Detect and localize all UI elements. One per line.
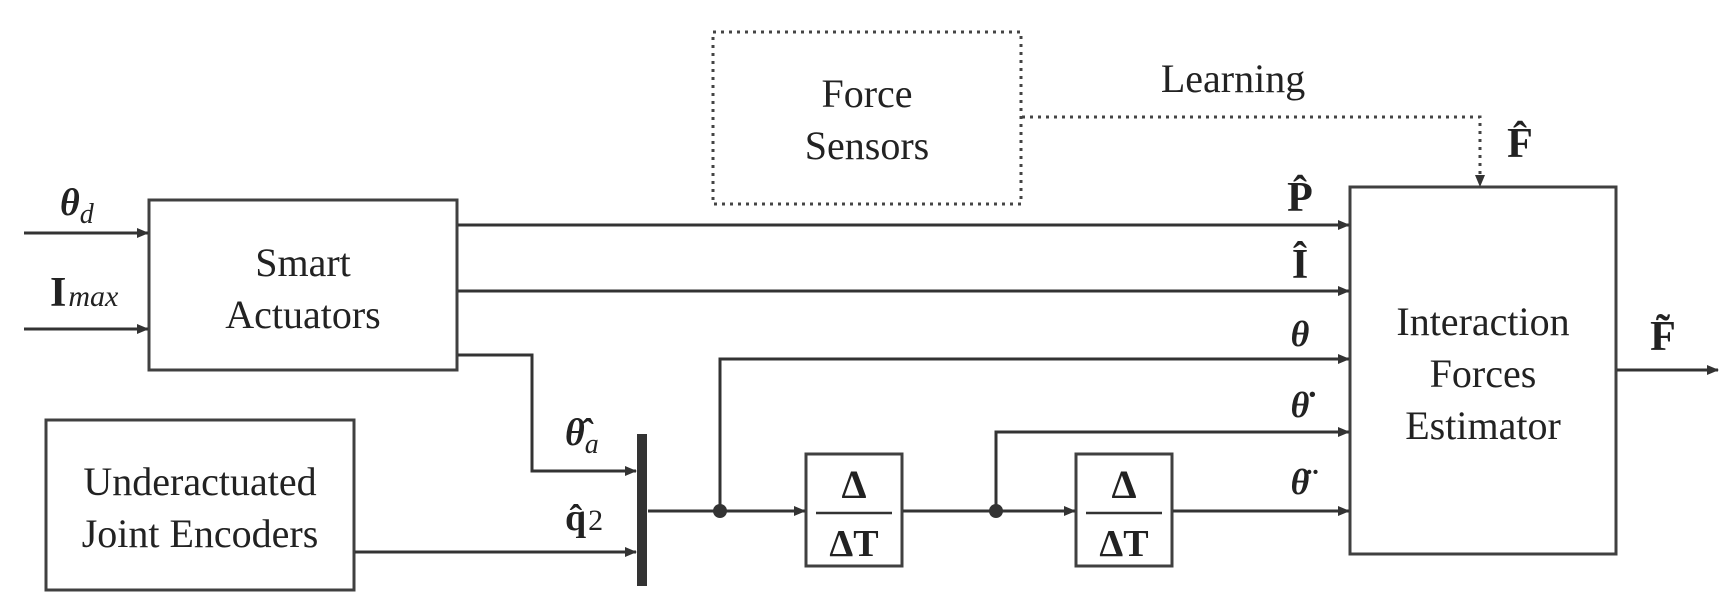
smart-actuators-block: Smart Actuators bbox=[147, 198, 459, 372]
learning-dotted-arrow bbox=[1022, 115, 1485, 187]
theta-dot-label: θ̇ bbox=[1291, 385, 1316, 425]
f-hat-label: F̂ bbox=[1507, 120, 1533, 167]
theta-dot-arrow bbox=[994, 427, 1350, 511]
force-sensors-block: Force Sensors bbox=[711, 30, 1023, 206]
mux-bar bbox=[637, 434, 647, 586]
p-hat-label: P̂ bbox=[1287, 174, 1313, 221]
differentiator-2-denominator: ΔT bbox=[1099, 523, 1148, 565]
joint-encoders-label-line1: Underactuated bbox=[83, 459, 316, 504]
force-sensors-label-line2: Sensors bbox=[805, 123, 929, 168]
q2-hat-label: q̂2 bbox=[565, 497, 603, 539]
differentiator-1-denominator: ΔT bbox=[829, 523, 878, 565]
joint-encoders-block: Underactuated Joint Encoders bbox=[44, 418, 356, 592]
differentiator-2-numerator: Δ bbox=[1111, 462, 1136, 507]
i-max-label: Imax bbox=[50, 270, 119, 316]
estimator-label-line3: Estimator bbox=[1405, 403, 1561, 448]
interaction-forces-estimator-block: Interaction Forces Estimator bbox=[1348, 185, 1618, 556]
joint-encoders-label-line2: Joint Encoders bbox=[82, 511, 319, 556]
smart-actuators-label-line2: Actuators bbox=[225, 292, 381, 337]
smart-actuators-label-line1: Smart bbox=[255, 240, 351, 285]
theta-a-hat-label: θ̂a bbox=[565, 412, 599, 460]
theta-ddot-label: θ̈ bbox=[1291, 462, 1319, 502]
estimator-label-line2: Forces bbox=[1430, 351, 1537, 396]
differentiator-block-2: Δ ΔT bbox=[1074, 452, 1174, 568]
differentiator-block-1: Δ ΔT bbox=[804, 452, 904, 568]
learning-label: Learning bbox=[1161, 56, 1305, 101]
i-hat-label: Î bbox=[1292, 241, 1308, 288]
theta-a-hat-arrow bbox=[458, 353, 637, 476]
theta-arrow bbox=[718, 354, 1350, 511]
theta-label: θ bbox=[1291, 314, 1310, 354]
differentiator-1-numerator: Δ bbox=[841, 462, 866, 507]
estimator-label-line1: Interaction bbox=[1396, 299, 1569, 344]
theta-d-label: θd bbox=[60, 182, 95, 230]
f-tilde-label: F̃ bbox=[1650, 313, 1676, 360]
force-sensors-label-line1: Force bbox=[821, 71, 912, 116]
